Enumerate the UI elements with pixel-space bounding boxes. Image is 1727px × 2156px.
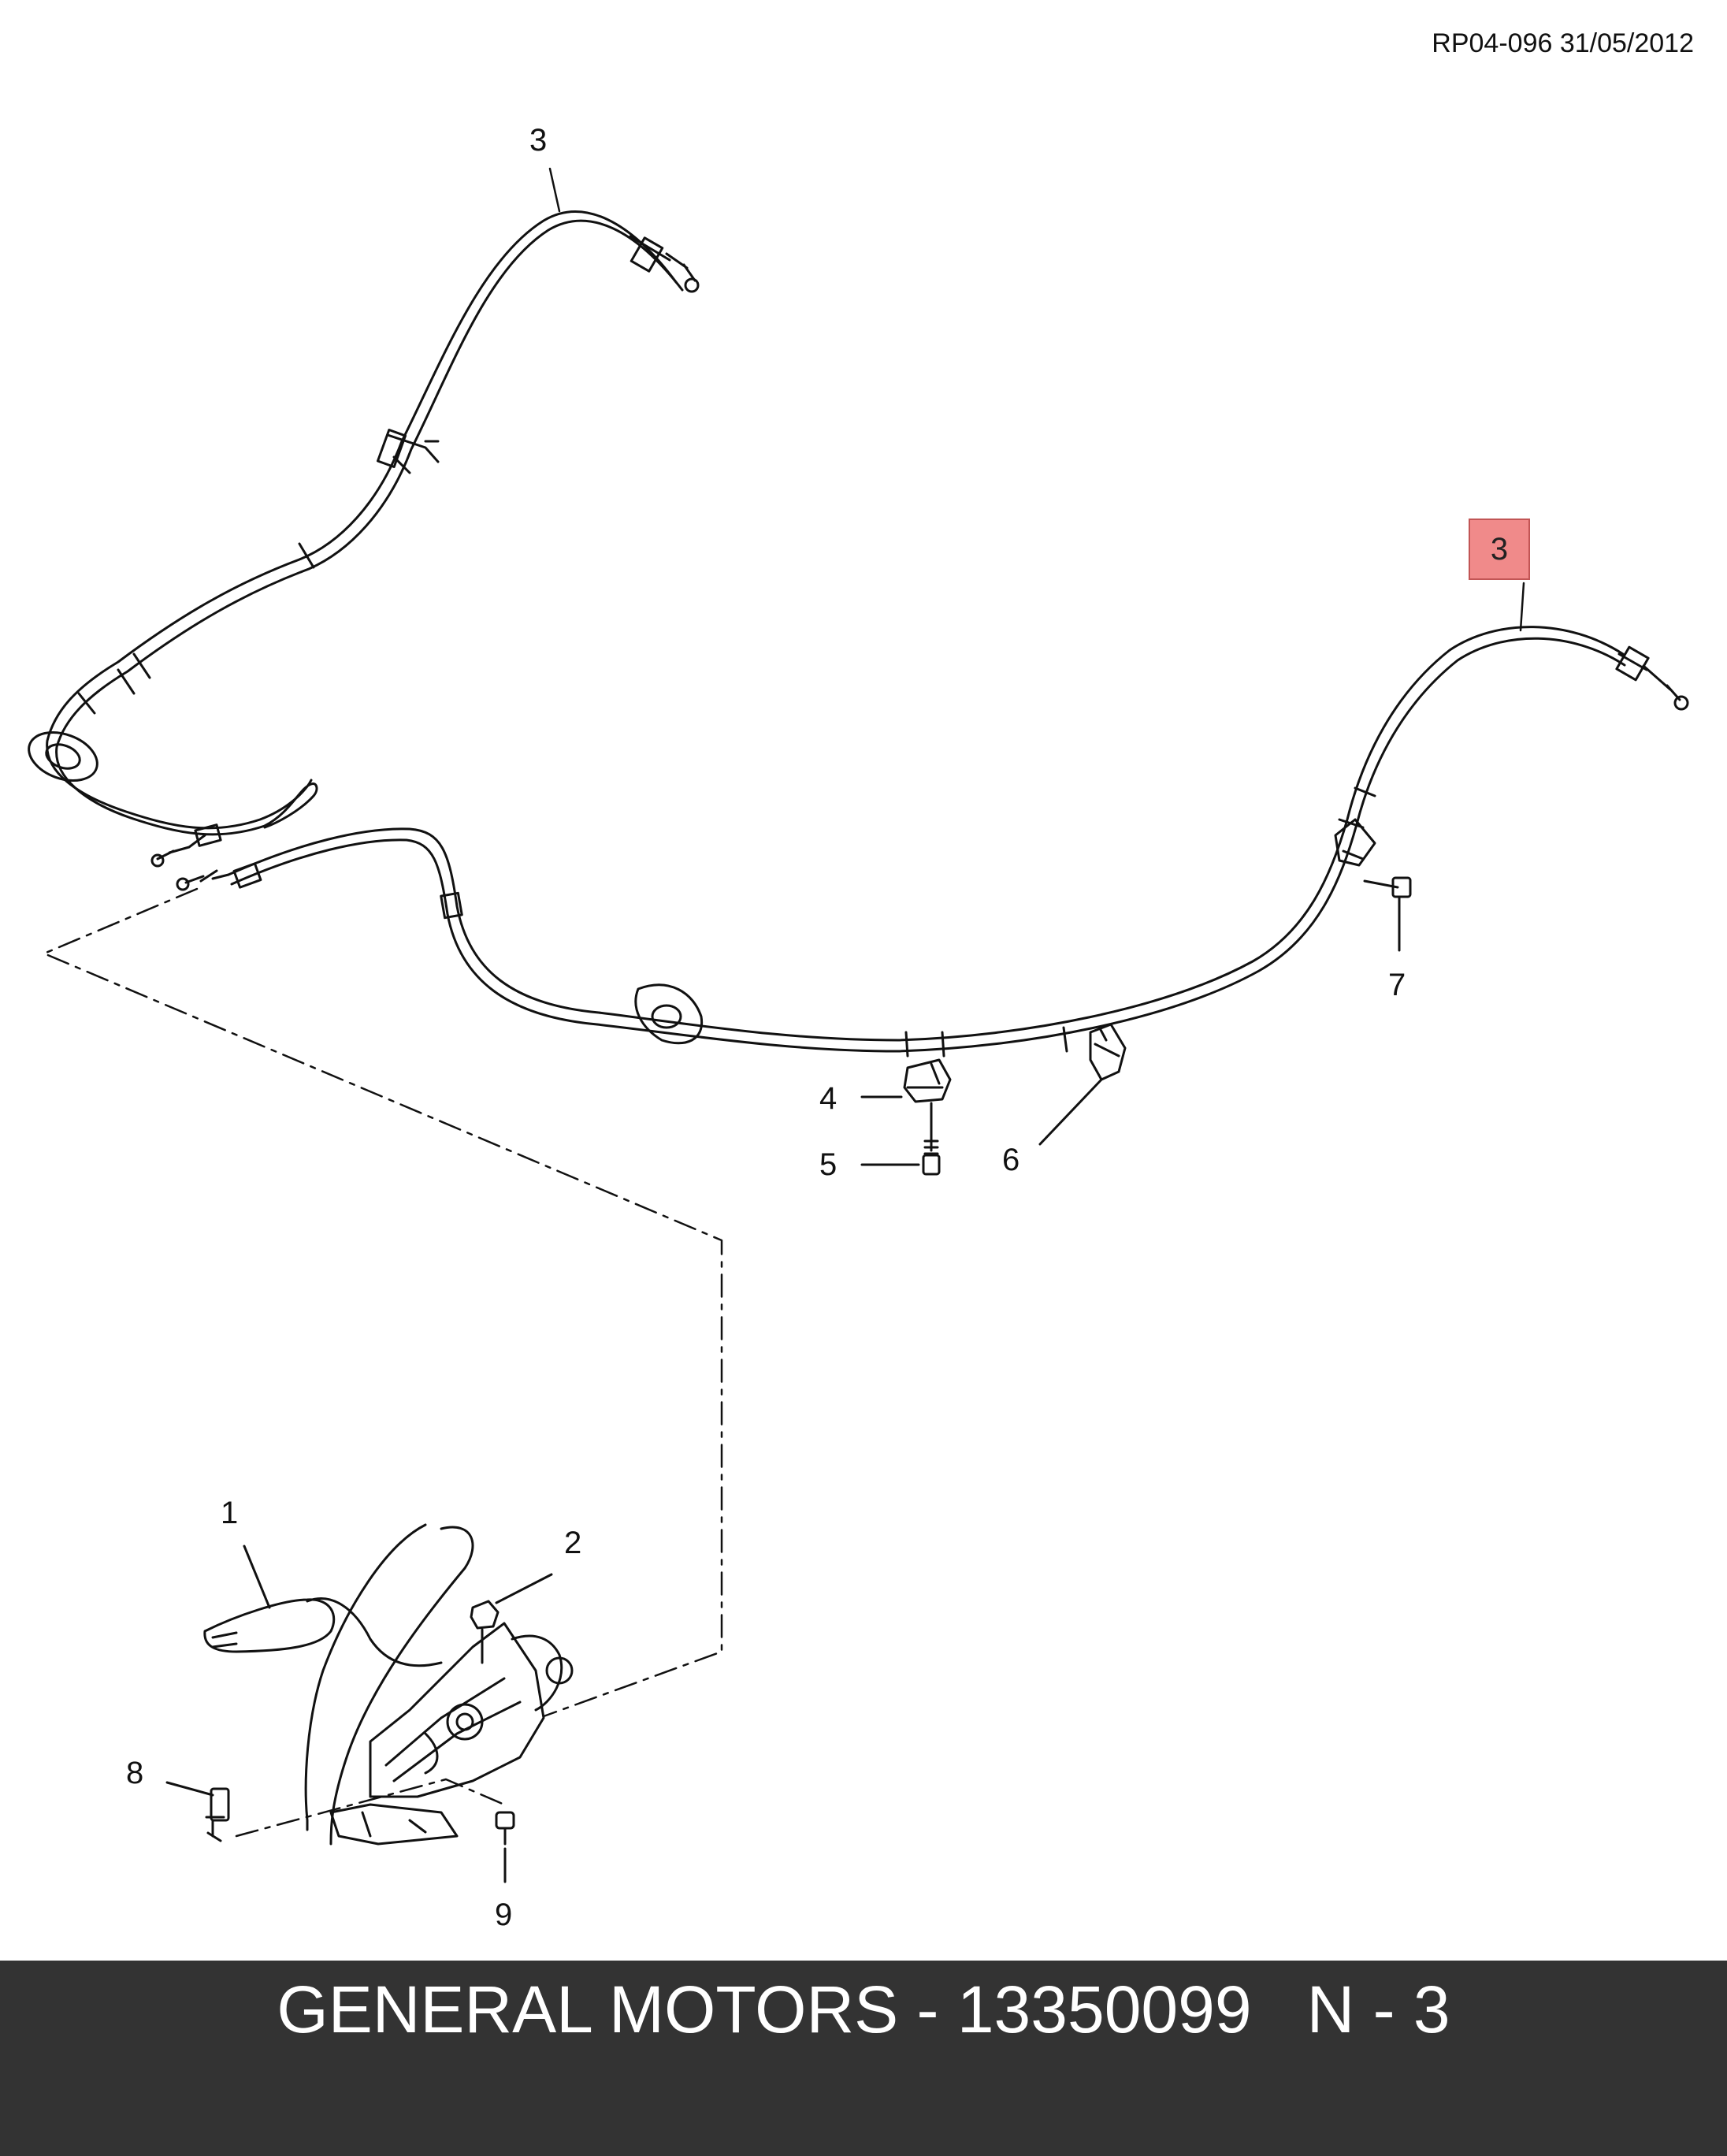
footer-bar: GENERAL MOTORS - 13350099 N - 3 [0, 1961, 1727, 2156]
part-1-parking-brake-lever [203, 1523, 574, 1846]
footer-part-number: GENERAL MOTORS - 13350099 N - 3 [277, 1972, 1450, 2046]
callout-3: 3 [529, 123, 548, 158]
callout-6: 6 [1002, 1143, 1020, 1177]
callout-leaders [548, 167, 1525, 632]
part-4-bracket [860, 1058, 952, 1103]
dashed-assembly-lines [43, 887, 723, 1838]
callout-8: 8 [126, 1756, 144, 1790]
callout-7: 7 [1388, 968, 1406, 1002]
rear-cable-right [176, 626, 1689, 1058]
callout-4: 4 [819, 1081, 838, 1116]
part-9-bolt [495, 1811, 515, 1883]
callout-1: 1 [221, 1496, 239, 1530]
part-8-clip [165, 1781, 230, 1842]
part-6-clip [1038, 1023, 1127, 1146]
callout-9: 9 [495, 1898, 513, 1932]
part-5-bolt [860, 1102, 941, 1176]
rear-cable-left [28, 210, 700, 868]
document-reference: RP04-096 31/05/2012 [1432, 28, 1694, 58]
exploded-parts-diagram [28, 167, 1689, 1883]
part-7-bolt [1363, 876, 1412, 952]
callout-2: 2 [564, 1526, 582, 1560]
callout-5: 5 [819, 1147, 838, 1182]
highlighted-callout-box [1469, 519, 1530, 580]
part-2-nut [470, 1573, 553, 1664]
callout-3-highlighted: 3 [1490, 532, 1509, 567]
